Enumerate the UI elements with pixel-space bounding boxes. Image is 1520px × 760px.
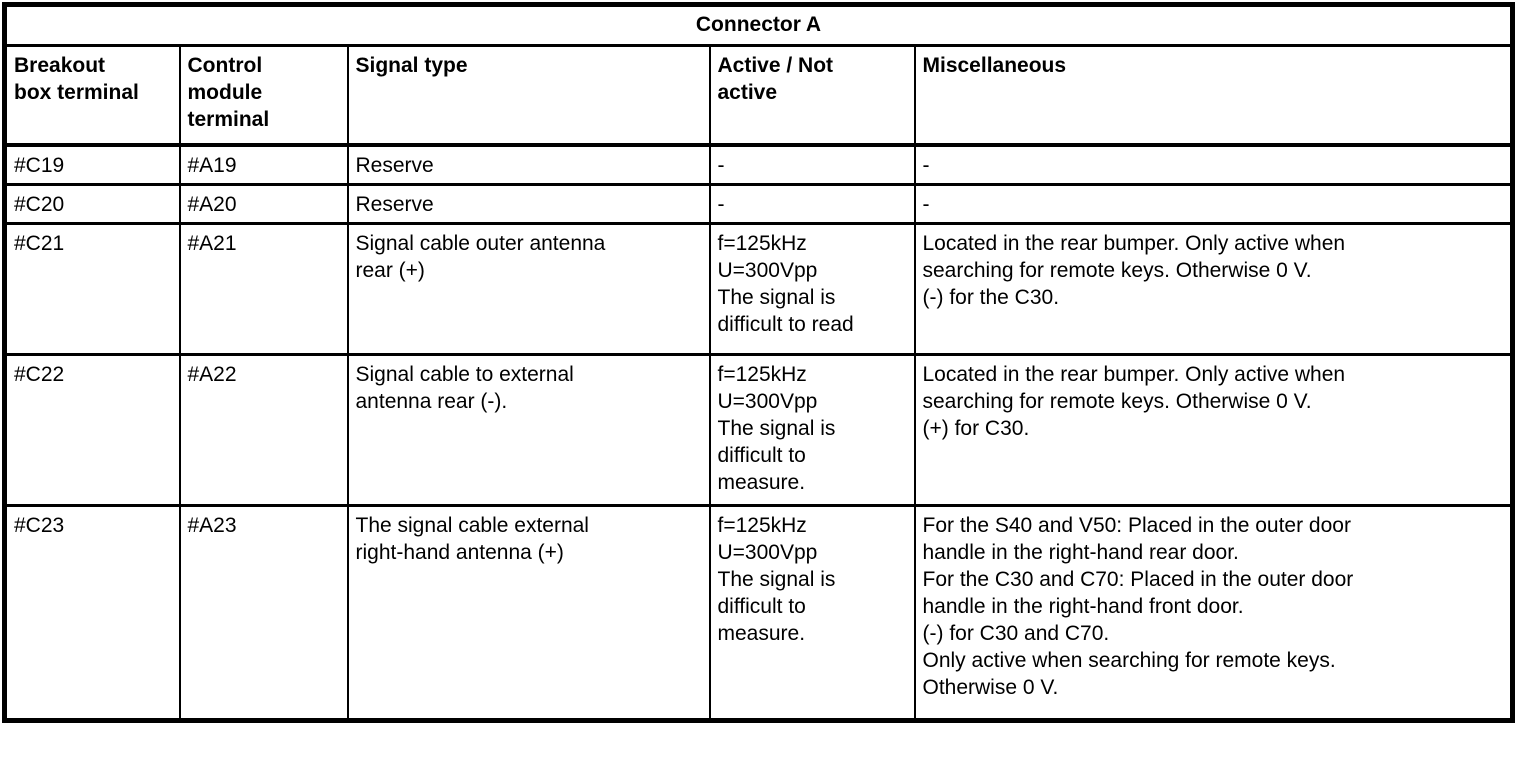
cell-breakout-terminal: #C21 — [3, 221, 181, 356]
cell-module-terminal: #A22 — [178, 352, 349, 507]
cell-active-not-active: f=125kHz U=300Vpp The signal is difficul… — [708, 221, 916, 356]
cell-miscellaneous: Located in the rear bumper. Only active … — [913, 352, 1514, 507]
header-active-not-active: Active / Not active — [708, 44, 916, 147]
cell-miscellaneous: Located in the rear bumper. Only active … — [913, 221, 1514, 356]
cell-active-not-active: - — [708, 182, 916, 225]
header-miscellaneous: Miscellaneous — [913, 44, 1514, 147]
header-signal-type: Signal type — [346, 44, 711, 147]
cell-module-terminal: #A19 — [178, 143, 349, 186]
header-control-module-terminal: Control module terminal — [178, 44, 349, 147]
cell-module-terminal: #A21 — [178, 221, 349, 356]
table-row: #C20 #A20 Reserve - - — [3, 182, 1514, 225]
cell-module-terminal: #A20 — [178, 182, 349, 225]
cell-signal-type: Reserve — [346, 143, 711, 186]
cell-breakout-terminal: #C23 — [3, 503, 181, 722]
header-breakout-box-terminal: Breakout box terminal — [3, 44, 181, 147]
table-title: Connector A — [3, 4, 1514, 47]
cell-breakout-terminal: #C22 — [3, 352, 181, 507]
cell-breakout-terminal: #C19 — [3, 143, 181, 186]
table-row: #C23 #A23 The signal cable external righ… — [3, 503, 1514, 722]
cell-miscellaneous: - — [913, 143, 1514, 186]
table-title-row: Connector A — [3, 4, 1514, 47]
cell-miscellaneous: For the S40 and V50: Placed in the outer… — [913, 503, 1514, 722]
table-row: #C19 #A19 Reserve - - — [3, 143, 1514, 186]
table-header-row: Breakout box terminal Control module ter… — [3, 44, 1514, 147]
cell-module-terminal: #A23 — [178, 503, 349, 722]
cell-active-not-active: f=125kHz U=300Vpp The signal is difficul… — [708, 503, 916, 722]
cell-signal-type: The signal cable external right-hand ant… — [346, 503, 711, 722]
cell-signal-type: Signal cable to external antenna rear (-… — [346, 352, 711, 507]
table-row: #C21 #A21 Signal cable outer antenna rea… — [3, 221, 1514, 356]
table-row: #C22 #A22 Signal cable to external anten… — [3, 352, 1514, 507]
cell-active-not-active: - — [708, 143, 916, 186]
cell-signal-type: Reserve — [346, 182, 711, 225]
cell-miscellaneous: - — [913, 182, 1514, 225]
cell-signal-type: Signal cable outer antenna rear (+) — [346, 221, 711, 356]
cell-breakout-terminal: #C20 — [3, 182, 181, 225]
document-page: Connector A Breakout box terminal Contro… — [2, 2, 1515, 723]
connector-a-table: Connector A Breakout box terminal Contro… — [2, 2, 1515, 723]
cell-active-not-active: f=125kHz U=300Vpp The signal is difficul… — [708, 352, 916, 507]
